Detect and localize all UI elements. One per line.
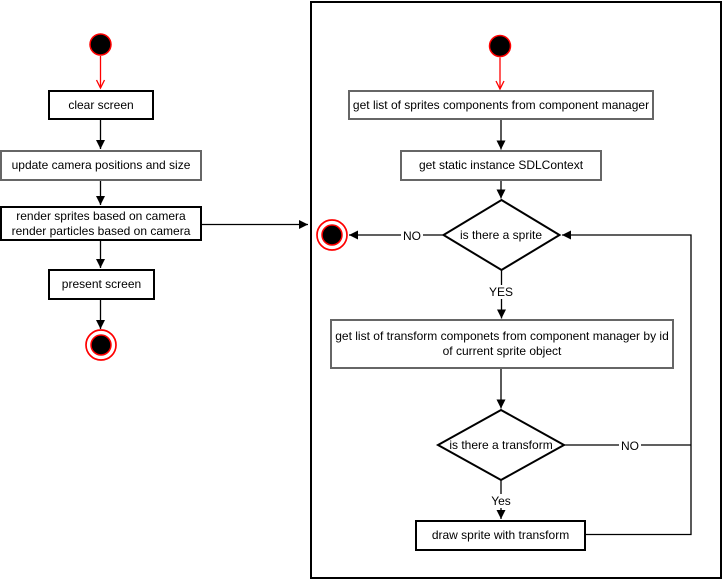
edge-label-no-transform: NO: [619, 439, 641, 453]
node-render-steps: render sprites based on camera render pa…: [0, 206, 202, 241]
sprite-decision-label: is there a sprite: [459, 228, 543, 242]
edge-label-no-sprite: NO: [401, 229, 423, 243]
right-end-node-core: [321, 224, 343, 246]
render-loop-group-frame: [310, 1, 722, 579]
node-draw-sprite: draw sprite with transform: [415, 520, 586, 551]
node-present-screen: present screen: [48, 269, 155, 300]
right-start-node: [488, 34, 512, 58]
node-clear-screen: clear screen: [48, 90, 154, 120]
node-get-sdlcontext: get static instance SDLContext: [400, 150, 602, 181]
node-get-sprites: get list of sprites components from comp…: [348, 90, 654, 120]
edge-label-yes-sprite: YES: [486, 285, 516, 299]
node-get-transforms: get list of transform componets from com…: [330, 319, 674, 369]
left-start-node: [89, 33, 112, 56]
left-end-node-core: [90, 334, 112, 356]
edge-label-yes-transform: Yes: [489, 494, 513, 508]
sprite-decision-diamond: [441, 198, 562, 272]
transform-decision-diamond: [435, 408, 567, 482]
node-update-camera: update camera positions and size: [0, 150, 202, 181]
transform-decision-label: is there a transform: [449, 438, 553, 452]
edge-loop-back-to-sprite-decision: [562, 230, 692, 536]
